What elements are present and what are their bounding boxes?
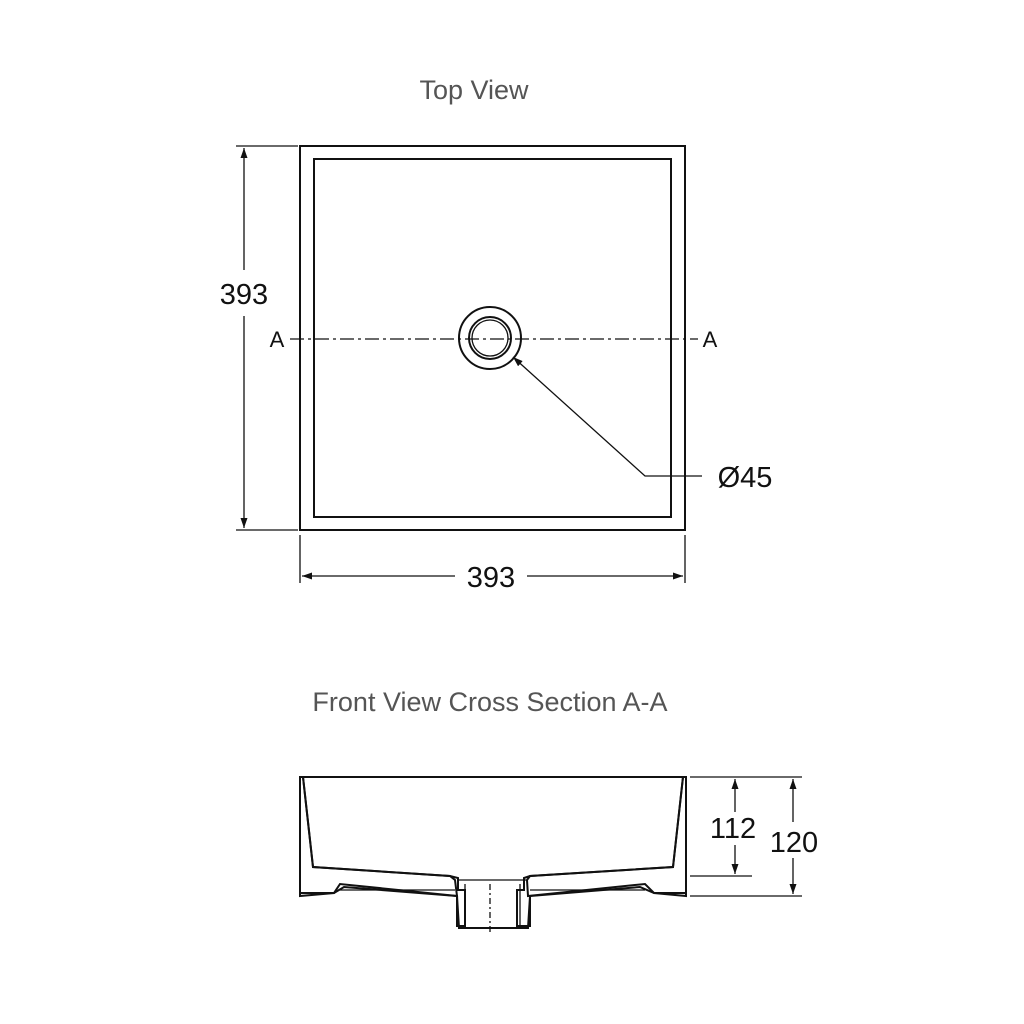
section-label-right: A — [703, 327, 718, 352]
section-label-left: A — [270, 327, 285, 352]
depth-dim-label: 393 — [220, 279, 268, 311]
width-dim-label: 393 — [467, 562, 515, 594]
depth-dimension: 393 — [220, 145, 298, 531]
inner-height-label: 112 — [710, 813, 756, 845]
basin-cross-section — [299, 776, 687, 932]
top-view-title: Top View — [419, 75, 529, 105]
front-view-title: Front View Cross Section A-A — [312, 687, 667, 717]
total-height-dimension: 120 — [690, 779, 818, 897]
drain-diameter-label: Ø45 — [718, 462, 773, 494]
inner-height-dimension: 112 — [690, 776, 802, 877]
drain-leader-line — [512, 356, 702, 477]
drain-circle — [458, 306, 522, 370]
basin-top-outline — [299, 145, 686, 531]
total-height-label: 120 — [770, 827, 818, 859]
width-dimension: 393 — [299, 535, 686, 594]
